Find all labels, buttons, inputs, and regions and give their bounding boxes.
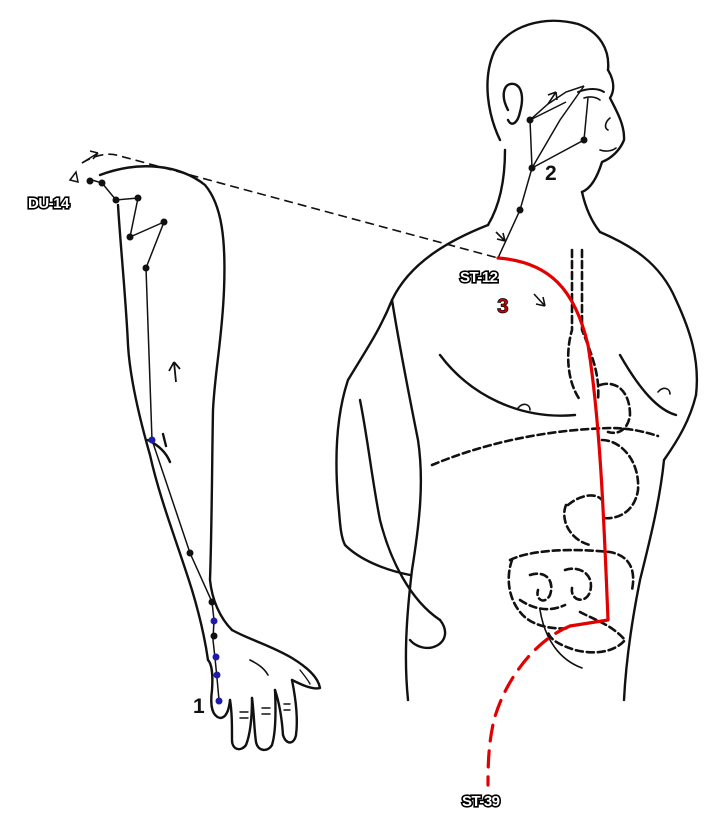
label-number-3: 3 [497,295,509,318]
point-dot [208,598,216,606]
arm-arrow-icon [168,361,181,383]
label-st39: ST-39 [462,793,500,810]
head-points [516,116,588,214]
arm-points [86,177,218,640]
point-dot [134,194,142,202]
point-dot [86,177,94,185]
point-dot [580,136,588,144]
point-dot [213,671,221,679]
point-dot [210,632,218,640]
point-dot [186,549,194,557]
point-dot [148,436,156,444]
internal-organs-dashed [430,248,660,654]
dashed-arrow-icon [81,150,99,164]
point-dot [212,653,220,661]
point-dot [160,218,168,226]
arm-outline [98,165,322,752]
point-dot [526,116,534,124]
torso-outline [335,19,698,702]
head-channel-line [497,85,589,259]
point-dot [215,697,223,705]
label-du14: DU-14 [28,195,70,212]
label-number-2: 2 [545,162,557,185]
point-dot [210,617,218,625]
label-st12: ST-12 [460,269,498,286]
point-dot [126,233,134,241]
arm-blue-points [148,436,223,705]
dashed-connection-line [81,153,499,259]
point-dot [98,179,106,187]
du14-triangle-icon [68,170,79,184]
point-dot [142,264,150,272]
point-dot [516,206,524,214]
head-arrow-icon [495,91,558,307]
red-meridian-path [496,256,610,628]
label-number-1: 1 [193,695,205,718]
red-meridian-dashed [486,624,572,787]
point-dot [112,196,120,204]
point-dot [528,164,536,172]
